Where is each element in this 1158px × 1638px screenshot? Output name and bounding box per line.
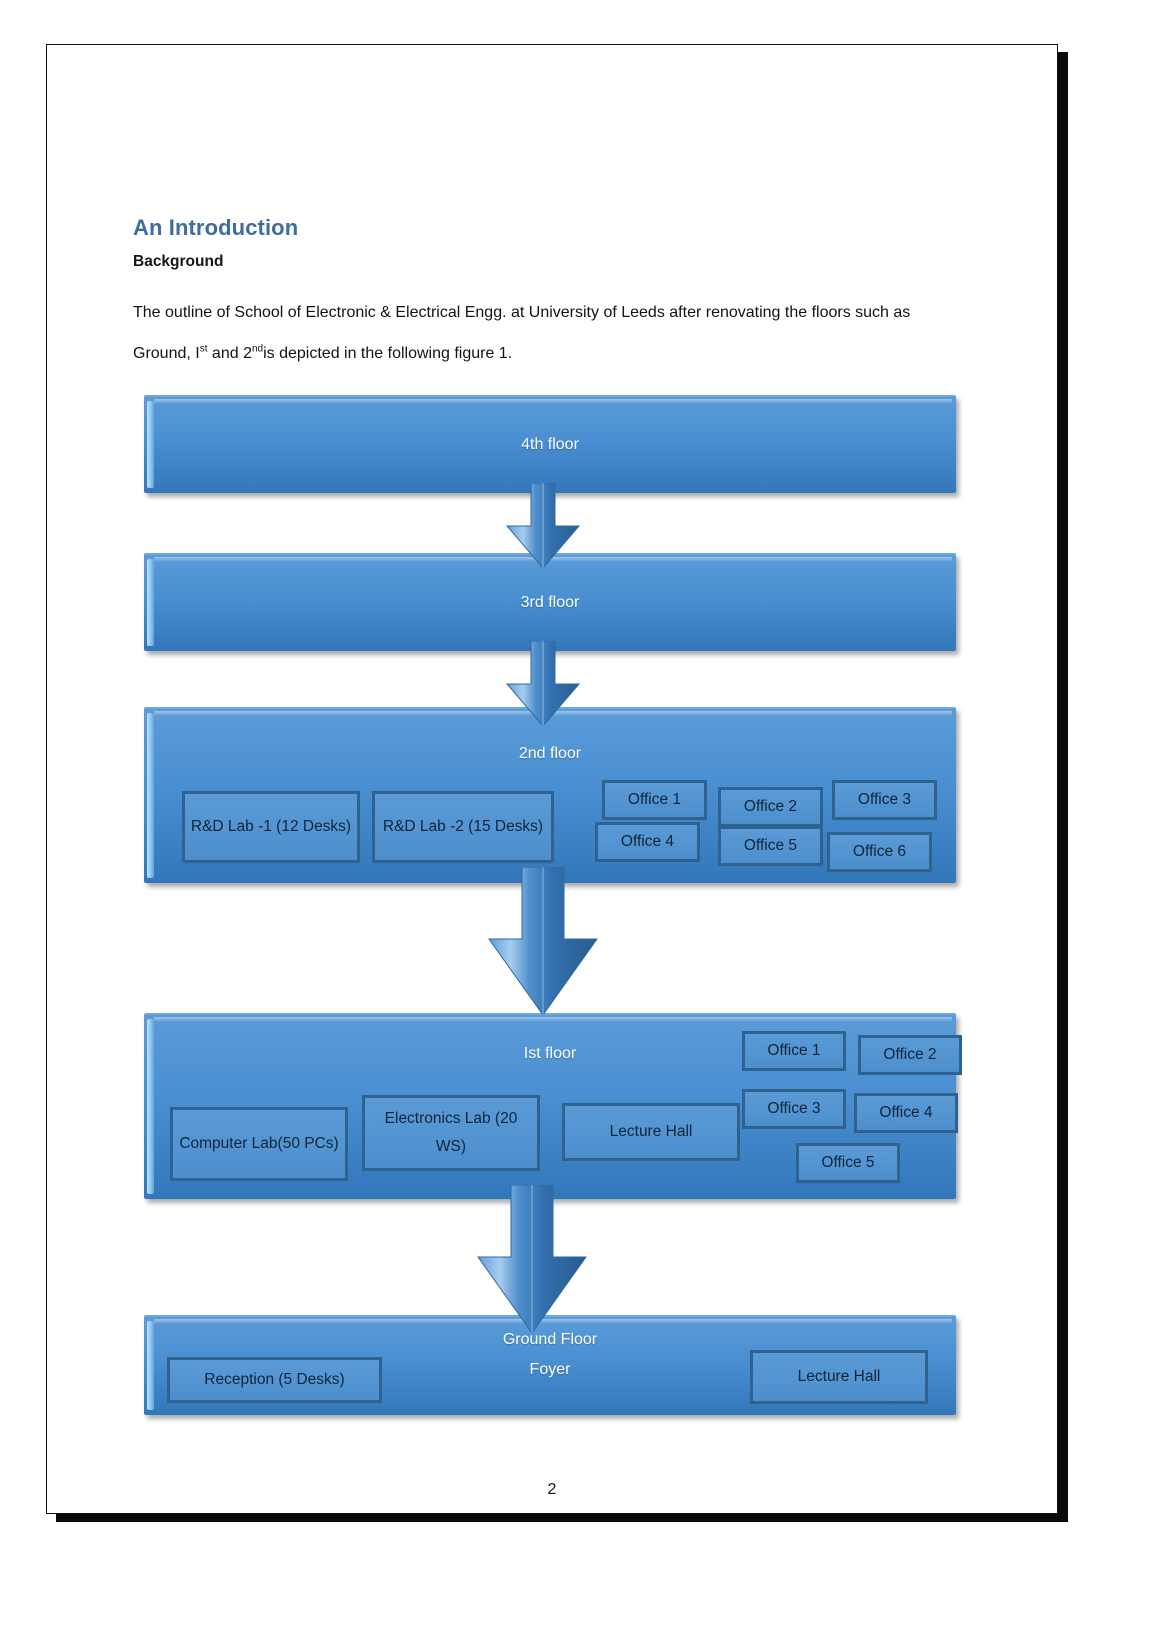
room-2nd-office-6[interactable]: Office 6 xyxy=(827,832,932,872)
room-2nd-office-4[interactable]: Office 4 xyxy=(595,822,700,862)
room-2nd-office-2[interactable]: Office 2 xyxy=(718,787,823,827)
arrow-2nd-to-1st-icon xyxy=(481,867,605,1015)
room-1st-office-5[interactable]: Office 5 xyxy=(796,1143,900,1183)
floor-sublabel-foyer: Foyer xyxy=(529,1361,571,1378)
page-number: 2 xyxy=(547,1481,557,1498)
arrow-1st-to-ground-icon xyxy=(470,1185,594,1333)
room-1st-office-1[interactable]: Office 1 xyxy=(742,1031,846,1071)
paragraph-text-part-2: and 2 xyxy=(207,344,252,362)
floor-plate-4th[interactable]: 4th floor xyxy=(144,395,956,493)
floor-label-ground: Ground Floor xyxy=(502,1331,598,1348)
room-reception[interactable]: Reception (5 Desks) xyxy=(167,1357,382,1403)
floor-label-1st: Ist floor xyxy=(523,1045,577,1062)
room-electronics-lab[interactable]: Electronics Lab (20 WS) xyxy=(362,1095,540,1171)
room-1st-lecture-hall[interactable]: Lecture Hall xyxy=(562,1103,740,1161)
room-rd-lab-1[interactable]: R&D Lab -1 (12 Desks) xyxy=(182,791,360,863)
room-1st-office-2[interactable]: Office 2 xyxy=(858,1035,962,1075)
floor-label-3rd: 3rd floor xyxy=(520,594,580,611)
document-text-block: An Introduction Background The outline o… xyxy=(133,215,933,375)
room-1st-office-4[interactable]: Office 4 xyxy=(854,1093,958,1133)
intro-paragraph: The outline of School of Electronic & El… xyxy=(133,293,933,375)
page-title: An Introduction xyxy=(133,215,299,240)
paragraph-text-part-1: The outline of School of Electronic & El… xyxy=(133,304,911,362)
room-rd-lab-2[interactable]: R&D Lab -2 (15 Desks) xyxy=(372,791,554,863)
floor-label-4th: 4th floor xyxy=(521,436,579,453)
room-2nd-office-1[interactable]: Office 1 xyxy=(602,780,707,820)
room-2nd-office-3[interactable]: Office 3 xyxy=(832,780,937,820)
arrow-3rd-to-2nd-icon xyxy=(500,641,586,726)
room-2nd-office-5[interactable]: Office 5 xyxy=(718,826,823,866)
room-1st-office-3[interactable]: Office 3 xyxy=(742,1089,846,1129)
floor-label-2nd: 2nd floor xyxy=(518,745,582,762)
paragraph-text-part-3: is depicted in the following figure 1. xyxy=(263,344,513,362)
superscript-nd: nd xyxy=(251,343,264,355)
arrow-4th-to-3rd-icon xyxy=(500,483,586,568)
section-heading-background: Background xyxy=(133,253,224,270)
superscript-st: st xyxy=(199,343,208,355)
paper-sheet: An Introduction Background The outline o… xyxy=(46,44,1058,1514)
room-ground-lecture-hall[interactable]: Lecture Hall xyxy=(750,1350,928,1404)
building-floors-diagram: 4th floor xyxy=(140,395,962,1415)
room-computer-lab[interactable]: Computer Lab(50 PCs) xyxy=(170,1107,348,1181)
